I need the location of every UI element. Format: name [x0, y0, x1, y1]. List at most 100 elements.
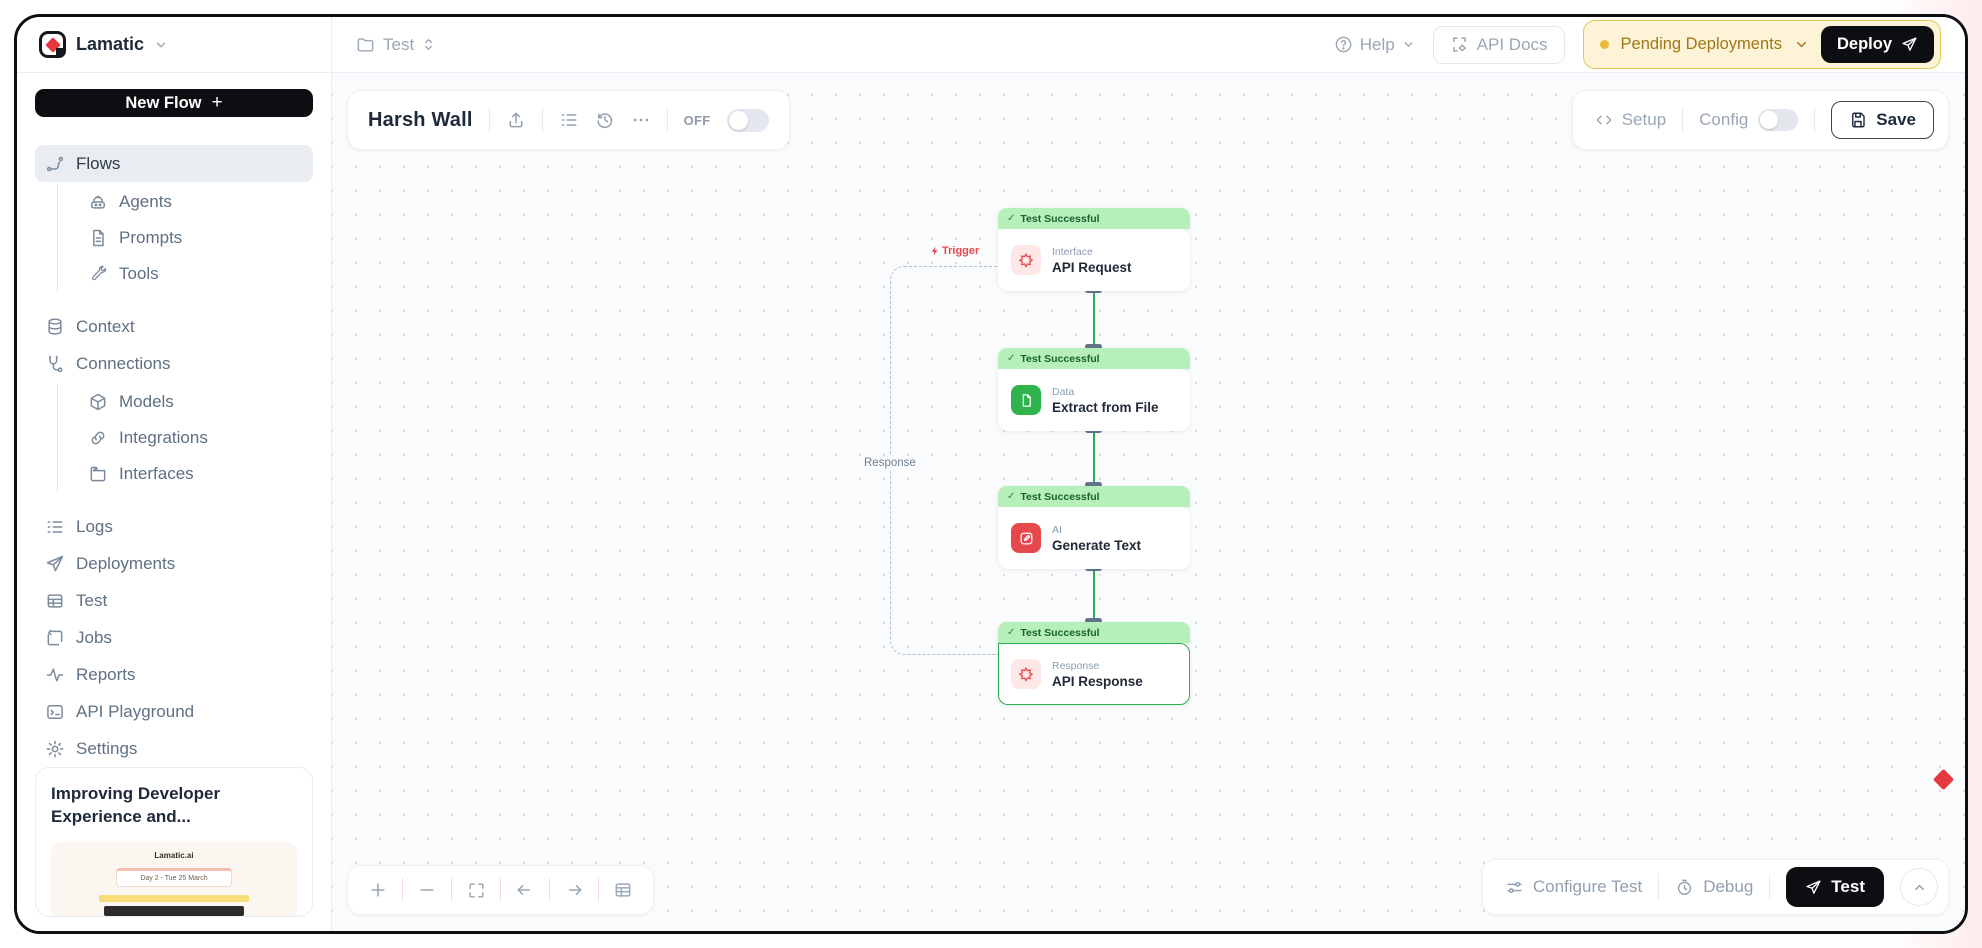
- save-button[interactable]: Save: [1831, 101, 1934, 139]
- deployment-status-pill: Pending Deployments Deploy: [1583, 20, 1941, 69]
- configure-test-label: Configure Test: [1533, 877, 1642, 897]
- paper-plane-icon: [1805, 879, 1822, 896]
- flower-icon: [1011, 245, 1041, 275]
- sidebar-item-test[interactable]: Test: [35, 582, 313, 619]
- flow-node-extract-from-file[interactable]: ✓ Test Successful Data Extract from File: [998, 348, 1190, 431]
- code-icon: [1595, 111, 1613, 129]
- node-title: API Request: [1052, 260, 1132, 275]
- sidebar-item-jobs[interactable]: Jobs: [35, 619, 313, 656]
- new-flow-button[interactable]: New Flow +: [35, 89, 313, 117]
- share-button[interactable]: [506, 110, 526, 130]
- flow-canvas[interactable]: Harsh Wall OFF: [332, 73, 1965, 931]
- flow-node-api-request[interactable]: ✓ Test Successful Interface API Request: [998, 208, 1190, 291]
- api-docs-button[interactable]: API Docs: [1433, 26, 1565, 64]
- trigger-label: Trigger: [930, 245, 979, 257]
- sidebar-item-logs[interactable]: Logs: [35, 508, 313, 545]
- setup-button[interactable]: Setup: [1595, 110, 1666, 130]
- connections-subgroup: Models Integrations Interfaces: [57, 384, 313, 492]
- config-toggle[interactable]: [1758, 109, 1798, 131]
- node-card[interactable]: Response API Response: [998, 643, 1190, 705]
- node-category: Interface: [1052, 246, 1132, 258]
- breadcrumb-label: Test: [383, 35, 414, 55]
- deployment-status-label[interactable]: Pending Deployments: [1621, 35, 1782, 54]
- sidebar-item-label: Agents: [119, 192, 172, 212]
- sidebar-item-flows[interactable]: Flows: [35, 145, 313, 182]
- deploy-button[interactable]: Deploy: [1821, 26, 1934, 63]
- sidebar-item-reports[interactable]: Reports: [35, 656, 313, 693]
- fit-view-button[interactable]: [454, 870, 498, 910]
- flow-node-api-response[interactable]: ✓ Test Successful Response API Response: [998, 622, 1190, 705]
- sort-chevrons-icon: [422, 37, 435, 52]
- sidebar-item-label: Jobs: [76, 628, 112, 648]
- minus-icon: [417, 880, 437, 900]
- undo-button[interactable]: [503, 870, 547, 910]
- node-status-banner: ✓ Test Successful: [998, 348, 1190, 369]
- debug-label: Debug: [1703, 877, 1753, 897]
- sidebar-item-label: Integrations: [119, 428, 208, 448]
- node-title: Generate Text: [1052, 538, 1141, 553]
- canvas-toolbar: [347, 865, 654, 915]
- promo-thumbnail: Lamatic.ai Day 2 - Tue 25 March: [51, 842, 297, 917]
- fit-view-icon: [467, 881, 486, 900]
- sidebar-item-api-playground[interactable]: API Playground: [35, 693, 313, 730]
- sidebar-item-label: Context: [76, 317, 135, 337]
- chevron-down-icon: [1402, 38, 1415, 51]
- sidebar-item-connections[interactable]: Connections: [35, 345, 313, 382]
- sidebar-item-context[interactable]: Context: [35, 308, 313, 345]
- edge-2: [1093, 431, 1095, 486]
- sidebar-item-label: Flows: [76, 154, 120, 174]
- sidebar-item-label: API Playground: [76, 702, 194, 722]
- sidebar-item-agents[interactable]: Agents: [58, 184, 313, 220]
- node-list-button[interactable]: [559, 110, 579, 130]
- node-status-banner: ✓ Test Successful: [998, 622, 1190, 643]
- help-label: Help: [1360, 35, 1395, 55]
- redo-button[interactable]: [552, 870, 596, 910]
- flow-node-generate-text[interactable]: ✓ Test Successful AI Generate Text: [998, 486, 1190, 569]
- breadcrumb[interactable]: Test: [356, 35, 435, 55]
- setup-label: Setup: [1622, 110, 1666, 130]
- topbar-right: Help API Docs Pending Deployments Deploy: [1334, 20, 1941, 69]
- sidebar-item-prompts[interactable]: Prompts: [58, 220, 313, 256]
- sidebar-item-label: Connections: [76, 354, 171, 374]
- node-card[interactable]: AI Generate Text: [998, 507, 1190, 569]
- file-text-icon: [88, 228, 108, 248]
- more-options-button[interactable]: [631, 110, 651, 130]
- code-docs-icon: [1450, 35, 1469, 54]
- deploy-label: Deploy: [1837, 35, 1892, 54]
- node-card[interactable]: Data Extract from File: [998, 369, 1190, 431]
- sidebar-item-settings[interactable]: Settings: [35, 730, 313, 767]
- test-button[interactable]: Test: [1786, 867, 1884, 907]
- sidebar-item-integrations[interactable]: Integrations: [58, 420, 313, 456]
- sidebar-item-interfaces[interactable]: Interfaces: [58, 456, 313, 492]
- promo-card[interactable]: Improving Developer Experience and... La…: [35, 767, 313, 917]
- stopwatch-icon: [1675, 878, 1694, 897]
- upload-icon: [506, 110, 526, 130]
- sidebar-item-models[interactable]: Models: [58, 384, 313, 420]
- plus-icon: [368, 880, 388, 900]
- topbar: Lamatic Test Help API Docs: [17, 17, 1965, 73]
- debug-button[interactable]: Debug: [1675, 877, 1753, 897]
- flower-icon: [1011, 659, 1041, 689]
- workspace-switcher[interactable]: Lamatic: [17, 17, 332, 72]
- document-icon: [1011, 385, 1041, 415]
- flows-subgroup: Agents Prompts Tools: [57, 184, 313, 292]
- zoom-out-button[interactable]: [405, 870, 449, 910]
- chevron-down-icon[interactable]: [1794, 37, 1809, 52]
- node-card[interactable]: Interface API Request: [998, 229, 1190, 291]
- node-status-text: Test Successful: [1020, 213, 1099, 225]
- data-table-button[interactable]: [601, 870, 645, 910]
- flow-enabled-toggle[interactable]: [727, 109, 769, 132]
- help-menu[interactable]: Help: [1334, 35, 1415, 55]
- sidebar-item-deployments[interactable]: Deployments: [35, 545, 313, 582]
- response-edge-label: Response: [859, 456, 921, 470]
- sidebar-item-tools[interactable]: Tools: [58, 256, 313, 292]
- history-button[interactable]: [595, 110, 615, 130]
- node-category: Data: [1052, 386, 1159, 398]
- expand-panel-button[interactable]: [1900, 868, 1938, 906]
- configure-test-button[interactable]: Configure Test: [1505, 877, 1642, 897]
- app-body: New Flow + Flows Agents Prompts: [17, 73, 1965, 931]
- sidebar-item-label: Prompts: [119, 228, 182, 248]
- zoom-in-button[interactable]: [356, 870, 400, 910]
- check-icon: ✓: [1007, 213, 1015, 224]
- history-icon: [595, 110, 615, 130]
